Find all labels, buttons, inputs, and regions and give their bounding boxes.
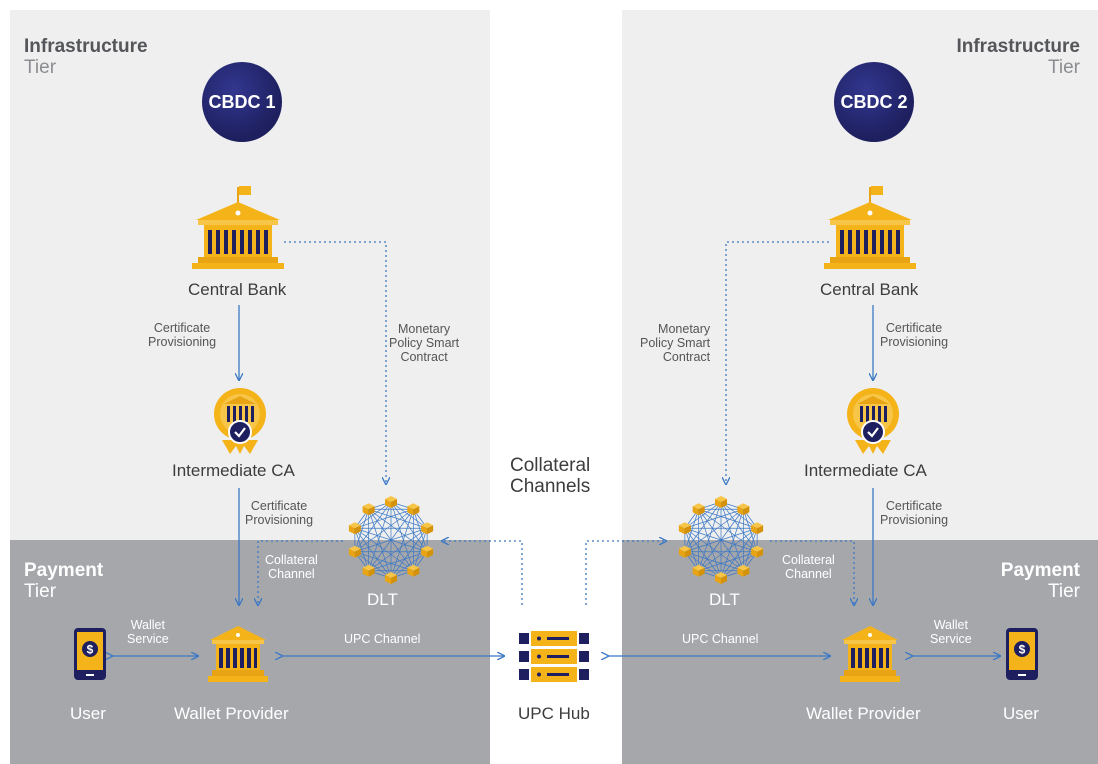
right-certificate-provisioning-label-2: Certificate Provisioning (880, 499, 949, 527)
dlt-node (678, 522, 691, 535)
right-central-bank-icon (824, 186, 916, 269)
right-infrastructure-title: Infrastructure (956, 36, 1080, 57)
left-dlt-network-icon (348, 496, 434, 584)
dlt-node (737, 503, 750, 516)
upc-hub-label: UPC Hub (518, 704, 590, 723)
left-infrastructure-tier-label: Infrastructure Tier (24, 36, 148, 79)
right-payment-title: Payment (1000, 560, 1080, 581)
cbdc-1-badge: CBDC 1 (202, 62, 282, 142)
left-certificate-provisioning-label-2: Certificate Provisioning (245, 499, 314, 527)
dlt-node (421, 545, 434, 558)
left-central-bank-label: Central Bank (188, 280, 287, 299)
right-monetary-policy-label: Monetary Policy Smart Contract (640, 322, 711, 364)
dlt-node (692, 503, 705, 516)
left-central-bank-icon (192, 186, 284, 269)
right-payment-sub: Tier (1047, 581, 1080, 603)
dlt-node (362, 564, 375, 577)
left-user-label: User (70, 704, 106, 723)
right-certificate-provisioning-label-1: Certificate Provisioning (880, 321, 949, 349)
left-monetary-policy-label: Monetary Policy Smart Contract (389, 322, 460, 364)
right-infrastructure-tier-label: Infrastructure Tier (956, 36, 1080, 79)
dlt-node (362, 503, 375, 516)
dlt-node (737, 564, 750, 577)
right-dlt-label: DLT (709, 590, 740, 609)
left-upc-channel-label: UPC Channel (344, 632, 421, 646)
dlt-node (421, 522, 434, 535)
cbdc-2-badge: CBDC 2 (834, 62, 914, 142)
dlt-node (348, 522, 361, 535)
left-dlt-label: DLT (367, 590, 398, 609)
dlt-node (715, 572, 727, 584)
right-user-label: User (1003, 704, 1039, 723)
dlt-node (715, 496, 727, 508)
right-payment-tier-label: Payment Tier (1001, 560, 1080, 603)
right-central-bank-label: Central Bank (820, 280, 919, 299)
right-infrastructure-sub: Tier (1047, 57, 1080, 79)
dlt-node (407, 503, 420, 516)
dlt-node (678, 545, 691, 558)
dlt-node (407, 564, 420, 577)
dlt-node (348, 545, 361, 558)
left-wallet-service-label: Wallet Service (127, 618, 169, 646)
right-hub-to-dlt-connector (585, 541, 666, 605)
left-wallet-provider-icon (208, 626, 268, 682)
left-payment-title: Payment (24, 560, 104, 581)
right-user-phone-icon: $ (1006, 628, 1038, 680)
dlt-node (692, 564, 705, 577)
left-intermediate-ca-icon (214, 388, 266, 454)
left-collateral-channel-label: Collateral Channel (265, 553, 318, 581)
left-payment-sub: Tier (24, 581, 57, 603)
right-monetary-policy-connector (726, 241, 829, 484)
right-wallet-provider-icon (840, 626, 900, 682)
left-collateral-channel-connector (258, 540, 343, 605)
dlt-node (385, 572, 397, 584)
right-upc-channel-label: UPC Channel (682, 632, 759, 646)
dlt-node (385, 496, 397, 508)
upc-hub-server-icon (519, 631, 589, 682)
collateral-channels-label: Collateral Channels (510, 455, 591, 497)
left-hub-to-dlt-connector (442, 541, 523, 605)
left-certificate-provisioning-label-1: Certificate Provisioning (148, 321, 217, 349)
svg-text:$: $ (87, 643, 94, 657)
right-dlt-network-icon (678, 496, 764, 584)
dlt-mesh-lines (684, 501, 758, 579)
left-infrastructure-title: Infrastructure (24, 36, 148, 57)
right-intermediate-ca-label: Intermediate CA (804, 461, 927, 480)
left-monetary-policy-connector (284, 241, 386, 484)
right-intermediate-ca-icon (847, 388, 899, 454)
left-intermediate-ca-label: Intermediate CA (172, 461, 295, 480)
right-collateral-channel-connector (770, 540, 854, 605)
left-infrastructure-sub: Tier (24, 57, 57, 79)
left-wallet-provider-label: Wallet Provider (174, 704, 289, 723)
right-wallet-service-label: Wallet Service (930, 618, 972, 646)
left-payment-tier-label: Payment Tier (24, 560, 103, 603)
dlt-node (751, 545, 764, 558)
right-collateral-channel-label: Collateral Channel (782, 553, 835, 581)
left-user-phone-icon: $ (74, 628, 106, 680)
dlt-node (751, 522, 764, 535)
svg-text:$: $ (1019, 643, 1026, 657)
right-wallet-provider-label: Wallet Provider (806, 704, 921, 723)
